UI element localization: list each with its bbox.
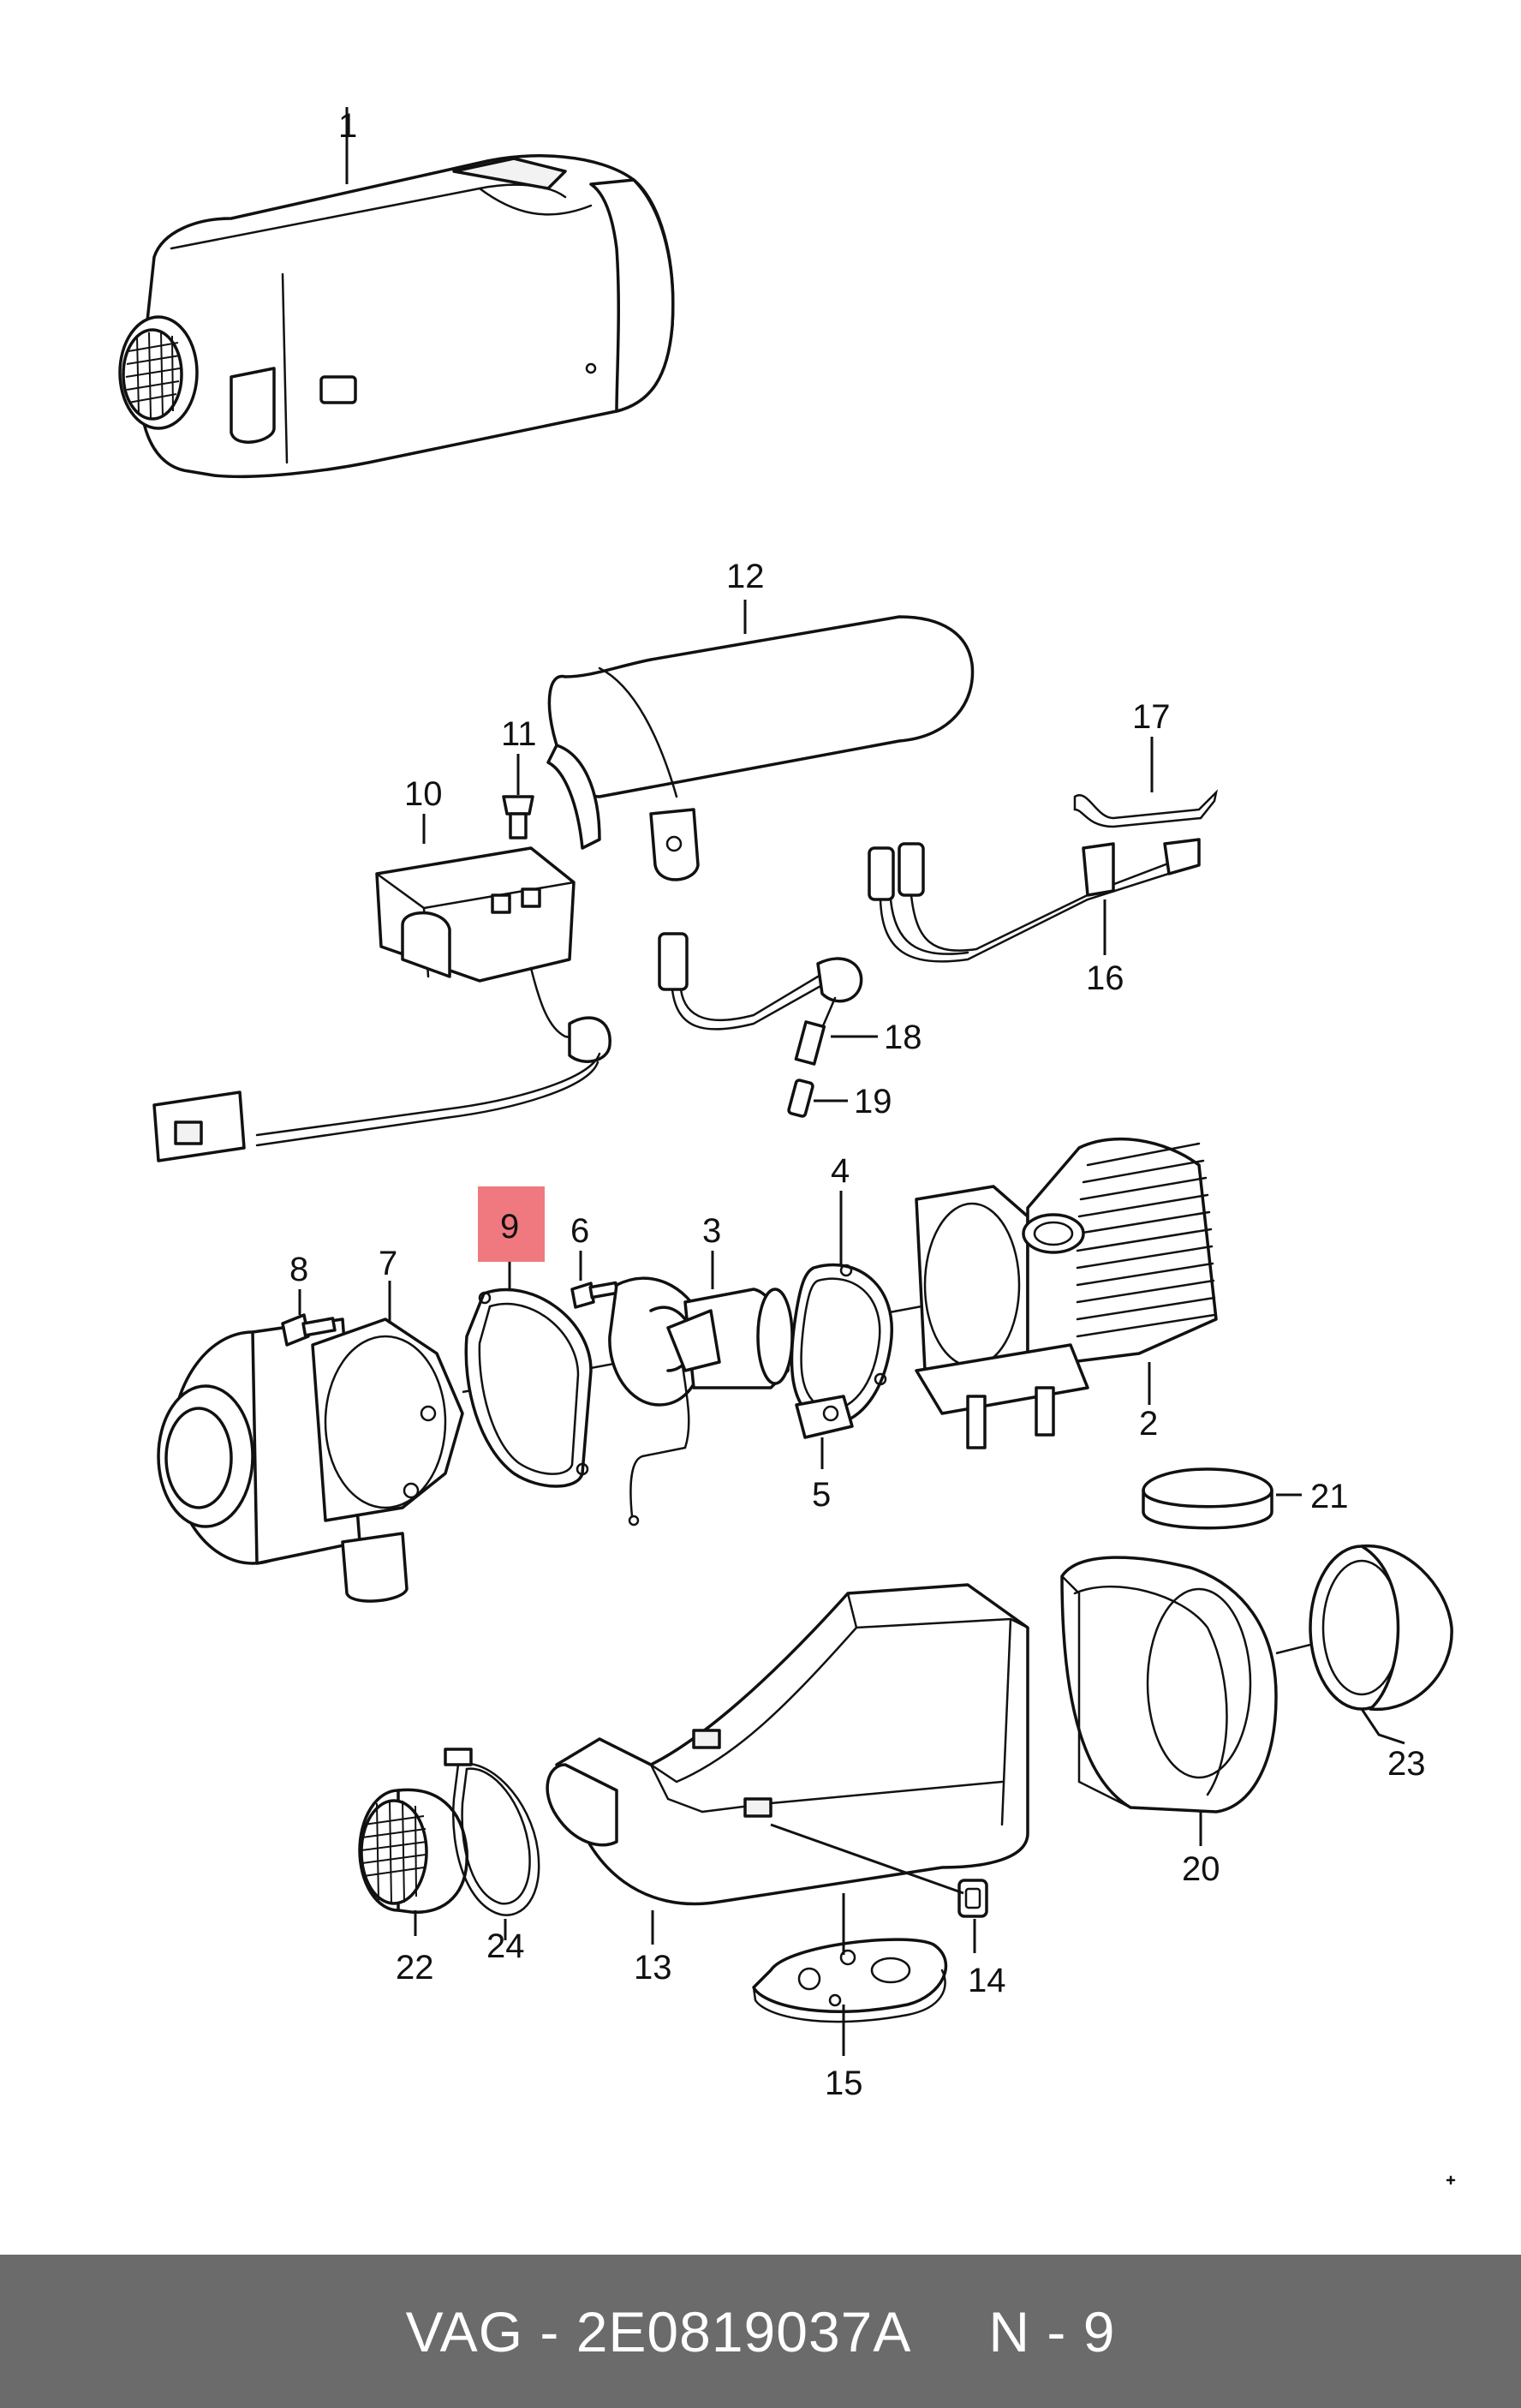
callout-22: 22: [396, 1949, 434, 1987]
callout-16: 16: [1086, 959, 1124, 997]
callout-10: 10: [404, 775, 443, 813]
callout-3: 3: [702, 1212, 721, 1250]
part-8-screw[interactable]: [281, 1289, 337, 1347]
part-16-cable-harness[interactable]: [868, 838, 1201, 963]
footer-part-number: VAG - 2E0819037A: [405, 2299, 912, 2363]
part-21-cap[interactable]: [1142, 1467, 1302, 1530]
part-2-heat-exchanger[interactable]: [915, 1137, 1218, 1449]
part-23-sleeve[interactable]: [1275, 1545, 1453, 1745]
callout-15: 15: [825, 2064, 863, 2102]
callout-17: 17: [1132, 698, 1171, 736]
part-7-blower-motor[interactable]: [157, 1281, 464, 1603]
callout-7: 7: [379, 1245, 397, 1282]
callout-20: 20: [1182, 1850, 1220, 1888]
part-24-clamp[interactable]: [444, 1748, 540, 1940]
part-3-combustion-chamber[interactable]: [608, 1251, 794, 1527]
part-6-screw[interactable]: [570, 1251, 619, 1309]
callout-18: 18: [884, 1019, 922, 1056]
part-17-wire-clip[interactable]: [1073, 737, 1219, 828]
footer-page-ref: N - 9: [988, 2299, 1116, 2363]
callout-5: 5: [812, 1476, 831, 1514]
callout-9-highlight: [478, 1186, 545, 1262]
callout-2: 2: [1139, 1405, 1158, 1443]
callout-12: 12: [726, 558, 765, 595]
part-5-plate[interactable]: [795, 1395, 854, 1469]
part-18-sensor[interactable]: [658, 932, 878, 1066]
part-11-screw[interactable]: [502, 754, 534, 840]
part-20-outlet-hood[interactable]: [1060, 1556, 1278, 1846]
footer-bar: VAG - 2E0819037A N - 9: [0, 2255, 1521, 2408]
part-12-upper-casing[interactable]: [546, 600, 975, 881]
part-19-pin[interactable]: [787, 1079, 848, 1118]
callout-13: 13: [634, 1949, 672, 1987]
callout-1: 1: [338, 107, 357, 145]
part-22-intake-grille[interactable]: [358, 1788, 468, 1936]
callout-23: 23: [1387, 1745, 1426, 1783]
part-1-heater-assembly[interactable]: [118, 107, 675, 479]
callout-4: 4: [831, 1152, 850, 1190]
part-13-lower-casing[interactable]: [546, 1583, 1029, 1945]
callout-19: 19: [854, 1083, 892, 1120]
callout-8: 8: [289, 1251, 308, 1288]
part-10-control-unit[interactable]: [152, 814, 611, 1162]
callout-24: 24: [486, 1927, 525, 1965]
part-9-gasket[interactable]: [464, 1259, 593, 1488]
callout-14: 14: [968, 1962, 1006, 1999]
callout-9: 9: [500, 1208, 519, 1246]
part-14-grommet[interactable]: [770, 1823, 988, 1953]
exploded-parts-diagram: 1 12 11 10 17: [118, 107, 1456, 2185]
part-15-base-plate[interactable]: [752, 1893, 948, 2056]
registration-mark: [1446, 2175, 1456, 2185]
part-4-seal[interactable]: [790, 1191, 893, 1425]
callout-6: 6: [570, 1212, 589, 1250]
callout-21: 21: [1310, 1478, 1349, 1515]
callout-11: 11: [501, 715, 537, 753]
